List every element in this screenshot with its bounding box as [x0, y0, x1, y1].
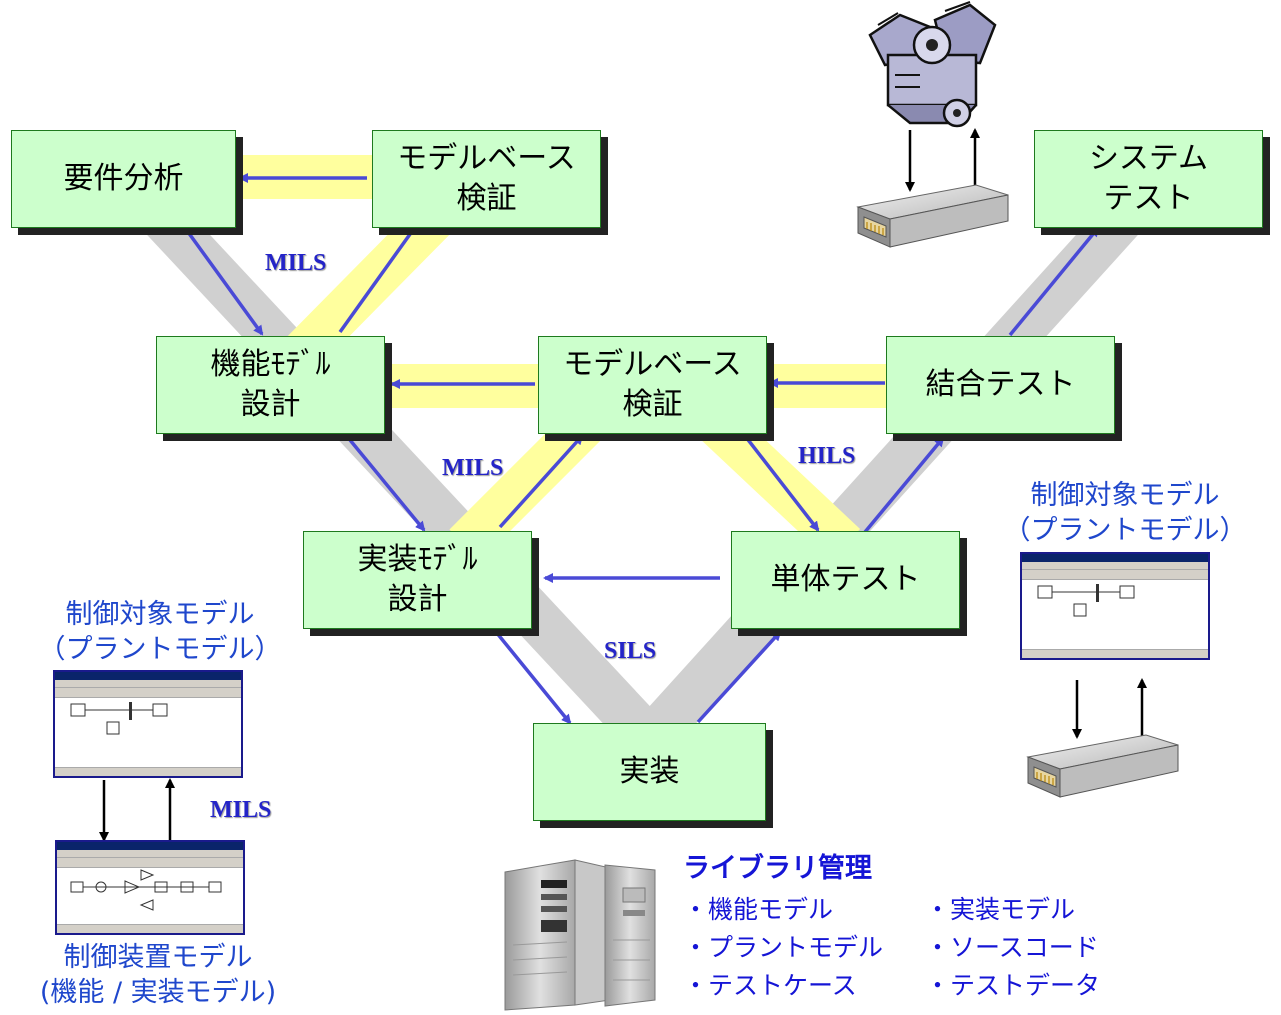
io-arrows: [99, 128, 1147, 842]
plant-model-caption: 制御対象モデル （プラントモデル）: [38, 599, 282, 666]
flow-arrows: [186, 173, 1100, 725]
box-model-based-verification-top: モデルベース 検証: [372, 130, 601, 228]
simulink-window-icon: [1020, 552, 1210, 660]
v-gray-bands: [143, 199, 1143, 756]
library-item: ・プラントモデル: [683, 933, 884, 962]
box-implementation-model-design: 実装ﾓﾃﾞﾙ 設計: [303, 531, 532, 629]
ecu-hardware-icon: [1026, 734, 1179, 798]
box-unit-test: 単体テスト: [731, 531, 960, 629]
box-model-based-verification-mid: モデルベース 検証: [538, 336, 767, 434]
box-system-test: システム テスト: [1034, 130, 1263, 228]
library-item: ・実装モデル: [925, 895, 1076, 924]
box-requirements-analysis: 要件分析: [11, 130, 236, 228]
mils-label: MILS: [210, 797, 272, 823]
library-item: ・テストケース: [683, 971, 857, 1000]
library-item: ・ソースコード: [925, 933, 1099, 962]
controller-model-caption: 制御装置モデル (機能 / 実装モデル): [39, 942, 277, 1009]
hils-label: HILS: [798, 443, 856, 469]
library-management-title: ライブラリ管理: [683, 853, 872, 884]
mils-label: MILS: [265, 250, 327, 276]
plant-model-caption: 制御対象モデル （プラントモデル）: [1003, 480, 1247, 547]
box-implementation: 実装: [533, 723, 766, 821]
mils-label: MILS: [442, 455, 504, 481]
box-functional-model-design: 機能ﾓﾃﾞﾙ 設計: [156, 336, 385, 434]
library-item: ・機能モデル: [683, 895, 834, 924]
engine-icon: [868, 1, 997, 128]
library-item: ・テストデータ: [925, 971, 1101, 1000]
ecu-hardware-icon: [856, 184, 1009, 248]
simulink-window-icon: [53, 670, 243, 778]
box-integration-test: 結合テスト: [886, 336, 1115, 434]
sils-label: SILS: [604, 638, 657, 664]
server-rack-icon: [504, 859, 656, 1011]
simulink-window-icon: [55, 840, 245, 935]
